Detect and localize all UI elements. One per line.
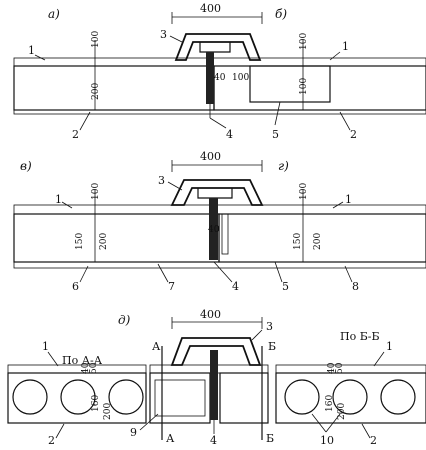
callout-1-d-right: 1 <box>386 340 393 353</box>
callout-3-a: 3 <box>160 28 167 41</box>
svg-text:100: 100 <box>299 33 309 50</box>
svg-text:200: 200 <box>337 403 347 420</box>
callout-1-a: 1 <box>28 44 35 57</box>
callout-7: 7 <box>168 280 175 293</box>
callout-1-b: 1 <box>342 40 349 53</box>
panel-v-g: в) г) 400 100 150 200 100 150 200 40 1 1… <box>13 150 426 293</box>
svg-text:40: 40 <box>208 225 220 235</box>
svg-text:100: 100 <box>299 78 309 95</box>
panel-label-v: в) <box>20 159 32 173</box>
screed-layer-top <box>13 57 426 67</box>
svg-text:40: 40 <box>214 73 226 83</box>
svg-text:200: 200 <box>103 403 113 420</box>
svg-text:50: 50 <box>89 362 99 374</box>
svg-text:100: 100 <box>91 183 101 200</box>
insulation-block-b <box>249 65 331 103</box>
cut-label-b-bottom: Б <box>266 432 274 445</box>
svg-text:40: 40 <box>81 362 91 374</box>
callout-4-v: 4 <box>232 280 239 293</box>
dim-400-bottom: 400 <box>200 308 221 321</box>
anchor-bolt-a <box>206 52 214 104</box>
dim-400-top: 400 <box>200 2 221 15</box>
callout-6: 6 <box>72 280 79 293</box>
dim-400-mid: 400 <box>200 150 221 163</box>
callout-2-a: 2 <box>72 128 79 141</box>
callout-3-v: 3 <box>158 174 165 187</box>
callout-5-g: 5 <box>282 280 289 293</box>
hollow-core-slab-aa <box>7 372 147 424</box>
callout-2-d-right: 2 <box>370 434 377 447</box>
anchor-bolt-d <box>210 350 218 420</box>
section-label-aa: По А-А <box>62 354 103 367</box>
svg-text:150: 150 <box>75 233 85 250</box>
svg-text:100: 100 <box>91 31 101 48</box>
cut-label-a-top: А <box>152 340 161 353</box>
cover-cap-a <box>174 33 262 61</box>
callout-1-d-left: 1 <box>42 340 49 353</box>
callout-8: 8 <box>352 280 359 293</box>
callout-2-d-left: 2 <box>48 434 55 447</box>
svg-text:50: 50 <box>335 362 345 374</box>
panel-a-b: а) б) 400 100 200 100 100 100 40 <box>13 2 426 141</box>
callout-4-d: 4 <box>210 434 217 447</box>
cover-cap-v <box>170 179 264 206</box>
callout-10: 10 <box>320 434 334 447</box>
callout-4-a: 4 <box>226 128 233 141</box>
svg-text:200: 200 <box>313 233 323 250</box>
hollow-core-slab-bb <box>275 372 426 424</box>
panel-d: д) 400 По А-А А Б А Б По Б-Б 40 50 <box>7 308 426 447</box>
svg-text:100: 100 <box>299 183 309 200</box>
concrete-slab-left-a <box>13 65 215 111</box>
svg-text:200: 200 <box>99 233 109 250</box>
svg-text:200: 200 <box>91 83 101 100</box>
callout-1-v: 1 <box>55 193 62 206</box>
callout-2-b: 2 <box>350 128 357 141</box>
svg-text:40: 40 <box>327 362 337 374</box>
svg-text:150: 150 <box>293 233 303 250</box>
callout-3-d: 3 <box>266 320 273 333</box>
callout-9: 9 <box>130 426 137 439</box>
callout-1-g: 1 <box>345 193 352 206</box>
insulation-joint-d <box>219 372 269 424</box>
cover-cap-d <box>170 337 262 366</box>
svg-text:160: 160 <box>91 395 101 412</box>
cut-label-a-bottom: А <box>166 432 175 445</box>
panel-label-b: б) <box>275 7 287 21</box>
svg-text:100: 100 <box>232 73 249 83</box>
panel-label-g: г) <box>278 159 289 173</box>
panel-label-a: а) <box>48 7 60 21</box>
callout-5-a: 5 <box>272 128 279 141</box>
svg-text:160: 160 <box>325 395 335 412</box>
anchor-bolt-v <box>209 198 218 260</box>
panel-label-d: д) <box>118 313 131 327</box>
screed-layer-mid <box>13 204 426 215</box>
cut-label-b-top: Б <box>268 340 276 353</box>
slab-joint-left-d <box>149 372 211 424</box>
section-label-bb: По Б-Б <box>340 330 380 343</box>
concrete-slab-left-v <box>13 213 220 263</box>
